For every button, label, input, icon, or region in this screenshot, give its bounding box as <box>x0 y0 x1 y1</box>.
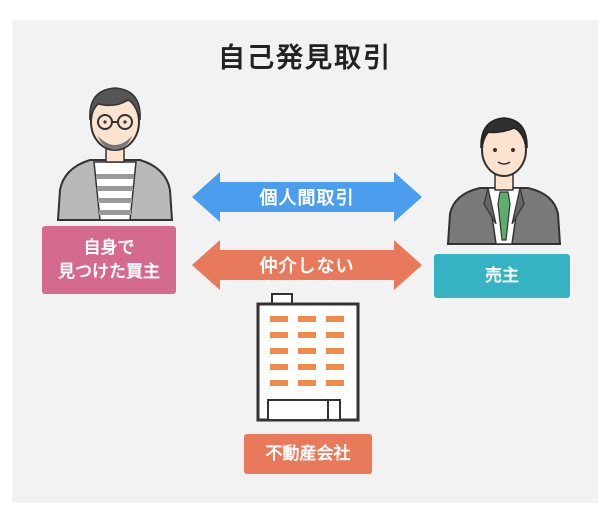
agency-label: 不動産会社 <box>265 444 351 464</box>
seller-person-icon <box>446 117 562 245</box>
direct-trade-arrow <box>192 172 422 222</box>
seller-label-box: 売主 <box>434 254 570 298</box>
buyer-label-line1: 自身で <box>83 238 135 258</box>
buyer-label-box: 自身で 見つけた買主 <box>42 226 176 294</box>
buyer-label-line2: 見つけた買主 <box>58 262 160 282</box>
no-agent-arrow <box>192 240 422 290</box>
seller-label: 売主 <box>485 266 519 286</box>
direct-trade-label: 個人間取引 <box>259 188 355 209</box>
no-agent-label: 仲介しない <box>259 256 355 277</box>
diagram-title: 自己発見取引 <box>218 43 392 74</box>
buyer-person-icon <box>56 87 174 221</box>
building-icon <box>256 293 360 422</box>
agency-label-box: 不動産会社 <box>244 434 372 474</box>
